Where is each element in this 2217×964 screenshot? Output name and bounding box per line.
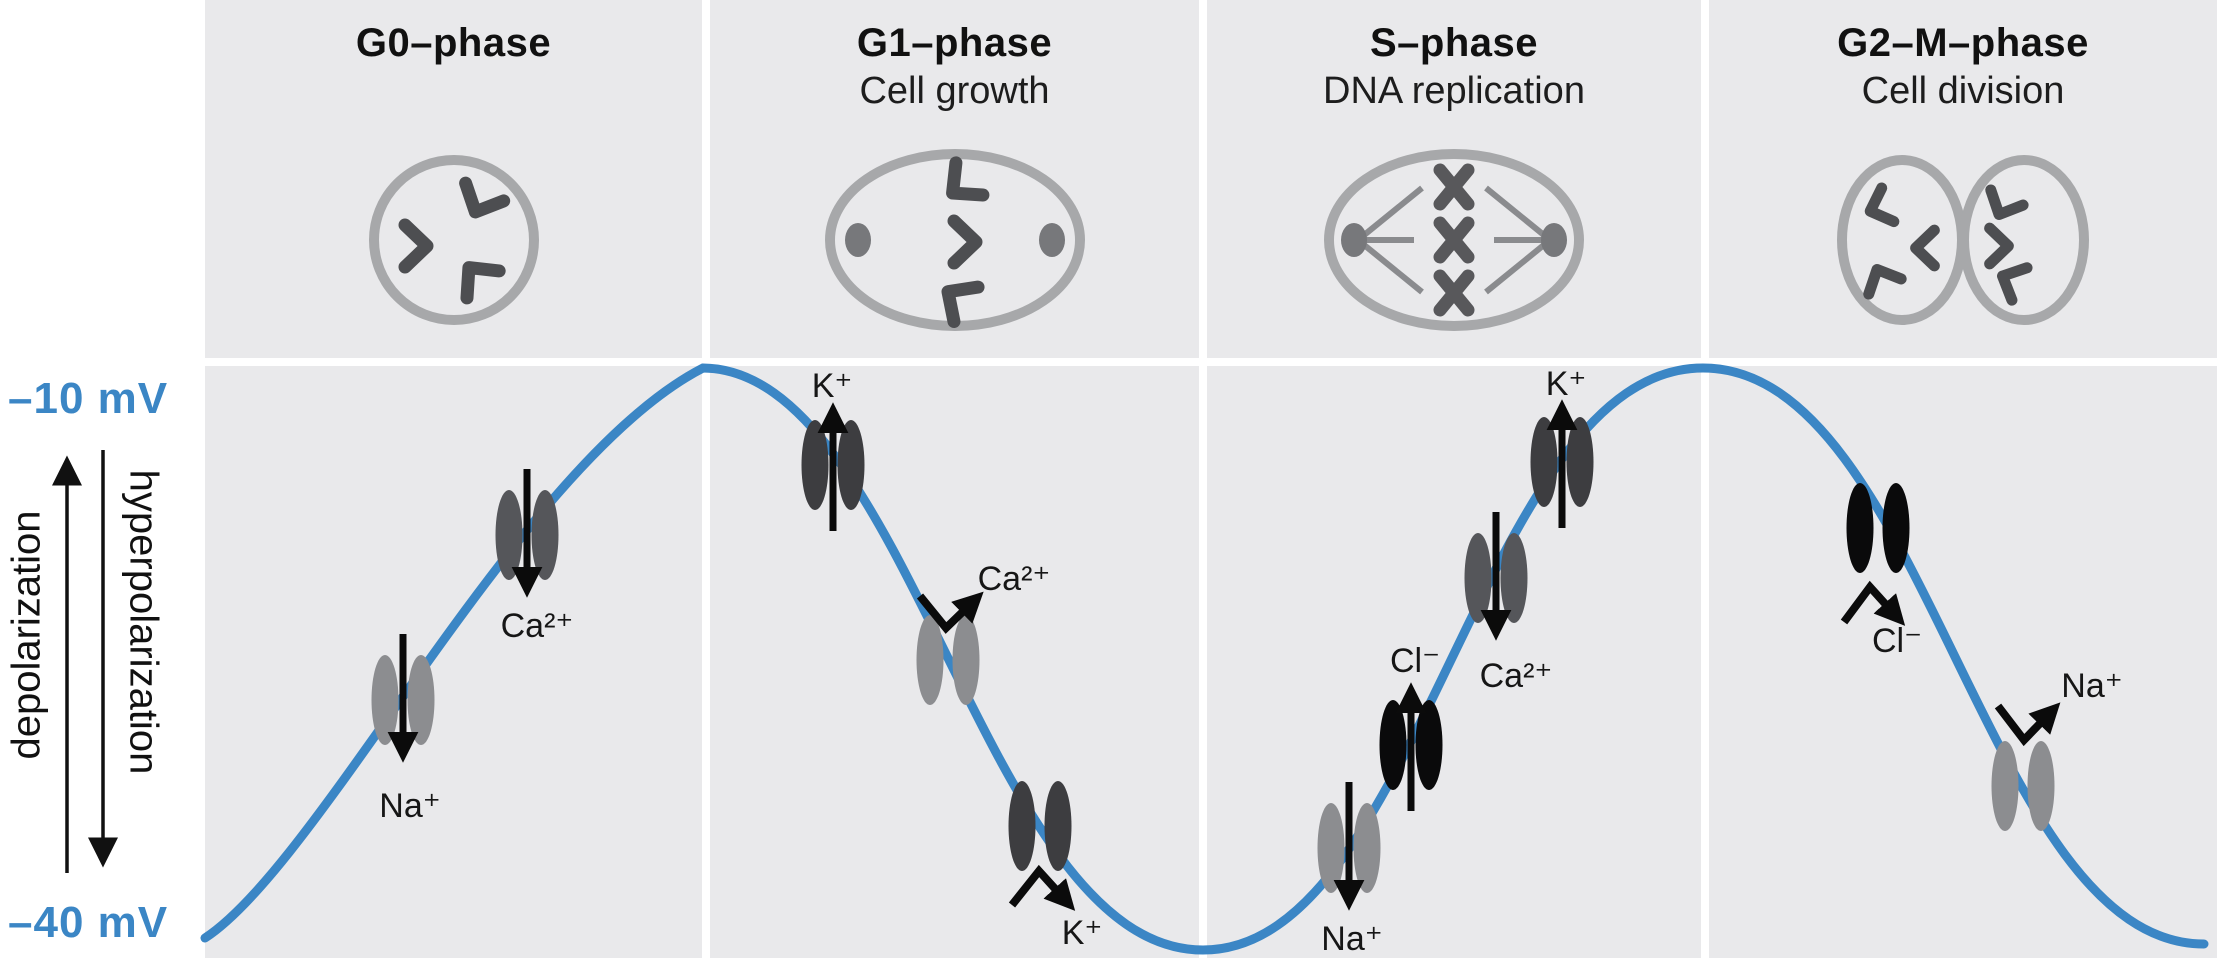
growing-cell-icon: [824, 149, 1085, 331]
ion-label: Cl⁻: [1872, 622, 1922, 660]
channel-pore: [407, 655, 435, 745]
peak-voltage-label: –10 mV: [8, 374, 169, 423]
channel-pore: [952, 615, 980, 705]
phase-subtitle-s: DNA replication: [1323, 70, 1585, 112]
channel-pore: [916, 615, 944, 705]
panel-g2m-header: [1709, 0, 2217, 358]
spindle-cell-icon: [1324, 149, 1584, 331]
panel-g0-header: [205, 0, 702, 358]
channel-pore: [1317, 803, 1345, 893]
channel-s-ca: Ca²⁺: [1464, 512, 1553, 695]
channel-pore: [371, 655, 399, 745]
phase-title-s: S–phase: [1369, 21, 1539, 65]
ion-label: K⁺: [1546, 365, 1587, 403]
channel-g0-na: Na⁺: [371, 634, 441, 825]
phase-subtitle-g2m: Cell division: [1861, 70, 2065, 112]
deflected-arrow: [1840, 580, 1906, 626]
channel-pore: [1882, 483, 1910, 573]
channel-pore: [1379, 700, 1407, 790]
channel-pore: [1464, 533, 1492, 623]
channel-pore: [1846, 483, 1874, 573]
ion-label: Na⁺: [379, 787, 440, 825]
ion-label: K⁺: [812, 367, 853, 405]
phase-title-g1: G1–phase: [856, 21, 1053, 65]
channel-g2m-cl: Cl⁻: [1840, 483, 1922, 660]
deflected-arrow: [1008, 864, 1076, 911]
channel-pore: [1353, 803, 1381, 893]
channel-pore: [1500, 533, 1528, 623]
deflected-arrow: [1994, 702, 2061, 747]
channel-pore: [2027, 741, 2055, 831]
ion-label: Na⁺: [2061, 667, 2122, 705]
channel-pore: [801, 420, 829, 510]
channel-s-cl: Cl⁻: [1379, 642, 1443, 811]
ion-label: Ca²⁺: [1480, 657, 1553, 695]
ion-label: Ca²⁺: [978, 560, 1051, 598]
channel-s-na: Na⁺: [1317, 782, 1383, 958]
phase-header-s: S–phase DNA replication: [1207, 0, 1701, 358]
x-chromosomes: [1433, 163, 1475, 317]
channel-pore: [495, 490, 523, 580]
ion-label: Na⁺: [1321, 920, 1382, 958]
channel-pore: [1044, 781, 1072, 871]
channel-pore: [531, 490, 559, 580]
panel-g2m-body: [1709, 366, 2217, 958]
channel-s-k: K⁺: [1530, 365, 1594, 528]
ion-label: Ca²⁺: [501, 607, 574, 645]
channel-pore: [1530, 417, 1558, 507]
channel-g1-k: K⁺: [801, 367, 865, 531]
channel-g1-ca: Ca²⁺: [916, 560, 1051, 705]
channel-pore: [837, 420, 865, 510]
channel-g2m-na: Na⁺: [1991, 667, 2123, 831]
ion-label: Cl⁻: [1390, 642, 1440, 680]
membrane-potential-curve: [200, 363, 2209, 955]
phase-header-g1: G1–phase Cell growth: [710, 0, 1199, 358]
phase-subtitle-g1: Cell growth: [859, 70, 1050, 112]
channel-pore: [1991, 741, 2019, 831]
channel-g0-ca: Ca²⁺: [495, 469, 574, 645]
channel-pore: [1008, 781, 1036, 871]
phase-header-g0: G0–phase: [205, 0, 702, 358]
trough-voltage-label: –40 mV: [8, 898, 169, 947]
quiescent-cell-icon: [368, 155, 539, 325]
phase-header-g2m: G2–M–phase Cell division: [1709, 0, 2217, 358]
phase-title-g0: G0–phase: [355, 21, 552, 65]
channel-g1-k2: K⁺: [1008, 781, 1103, 952]
channel-pore: [1566, 417, 1594, 507]
deflected-arrow: [916, 591, 984, 634]
dividing-cells-icon: [1837, 155, 2089, 325]
ion-label: K⁺: [1062, 914, 1103, 952]
phase-title-g2m: G2–M–phase: [1837, 21, 2089, 65]
channel-pore: [1415, 700, 1443, 790]
